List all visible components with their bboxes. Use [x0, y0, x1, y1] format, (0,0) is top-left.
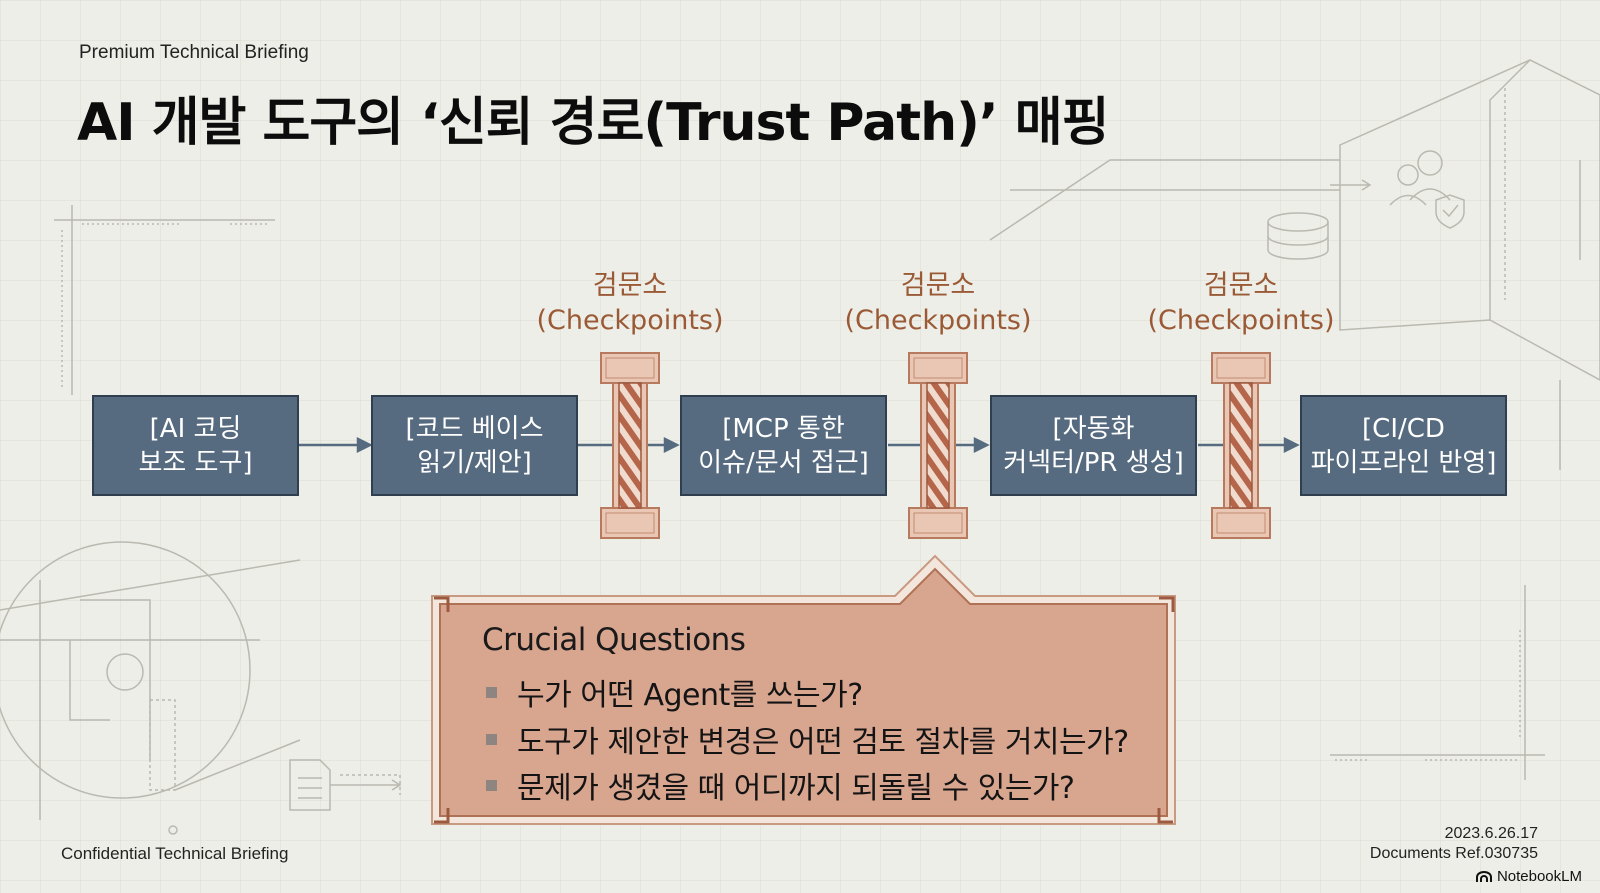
checkpoint-label: 검문소 (Checkpoints): [1136, 268, 1346, 338]
questions-title: Crucial Questions: [482, 622, 746, 658]
checkpoint-label-ko: 검문소: [1203, 270, 1279, 301]
step-line: [CI/CD: [1362, 413, 1445, 444]
step-line: 보조 도구]: [138, 447, 253, 478]
step-line: 커넥터/PR 생성]: [1003, 447, 1184, 478]
question-item: 도구가 제안한 변경은 어떤 검토 절차를 거치는가?: [486, 717, 1129, 761]
eyebrow-label: Premium Technical Briefing: [79, 42, 309, 63]
step-line: [AI 코딩: [149, 413, 242, 444]
footer-date: 2023.6.26.17: [1444, 825, 1538, 842]
checkpoint-label: 검문소 (Checkpoints): [525, 268, 735, 338]
page-title: AI 개발 도구의 ‘신뢰 경로(Trust Path)’ 매핑: [77, 93, 1109, 153]
checkpoint-label-ko: 검문소: [900, 270, 976, 301]
footer-ref: Documents Ref.030735: [1369, 845, 1538, 862]
bullet-icon: [486, 686, 497, 698]
questions-callout: [431, 554, 1176, 825]
footer-confidential: Confidential Technical Briefing: [61, 844, 289, 863]
bullet-icon: [486, 733, 497, 745]
step-line: 이슈/문서 접근]: [698, 447, 869, 478]
question-text: 도구가 제안한 변경은 어떤 검토 절차를 거치는가?: [517, 725, 1129, 760]
step-line: [코드 베이스: [405, 413, 544, 444]
notebooklm-logo-icon: [1475, 870, 1492, 882]
brand-mark: NotebookLM: [1475, 868, 1582, 885]
footer-meta: 2023.6.26.17 Documents Ref.030735: [1370, 824, 1538, 864]
step-line: [자동화: [1052, 413, 1135, 444]
question-item: 문제가 생겼을 때 어디까지 되돌릴 수 있는가?: [486, 763, 1075, 807]
checkpoint-barriers: [600, 352, 1271, 539]
step-line: 읽기/제안]: [417, 447, 532, 478]
checkpoint-label-en: (Checkpoints): [1147, 305, 1335, 336]
bullet-icon: [486, 779, 497, 791]
step-line: [MCP 통한: [722, 413, 845, 444]
checkpoint-label-ko: 검문소: [592, 270, 668, 301]
step-line: 파이프라인 반영]: [1310, 447, 1497, 478]
checkpoint-label: 검문소 (Checkpoints): [833, 268, 1043, 338]
checkpoint-label-en: (Checkpoints): [844, 305, 1032, 336]
brand-name: NotebookLM: [1496, 868, 1582, 885]
question-text: 문제가 생겼을 때 어디까지 되돌릴 수 있는가?: [517, 771, 1075, 806]
question-item: 누가 어떤 Agent를 쓰는가?: [486, 670, 863, 714]
checkpoint-label-en: (Checkpoints): [536, 305, 724, 336]
question-text: 누가 어떤 Agent를 쓰는가?: [517, 678, 863, 713]
